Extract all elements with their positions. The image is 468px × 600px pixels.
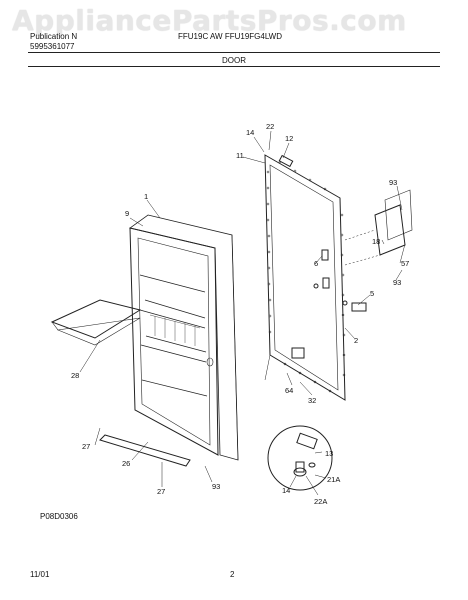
callout-64: 64 <box>285 386 293 395</box>
callout-27-left: 27 <box>82 442 90 451</box>
callout-28: 28 <box>71 371 79 380</box>
door-shelf <box>50 299 142 346</box>
inner-door-liner <box>129 214 239 461</box>
callout-14-detail: 14 <box>282 486 290 495</box>
publication-date: 11/01 <box>30 570 50 579</box>
callout-14: 14 <box>246 128 254 137</box>
callout-93-top: 93 <box>389 178 397 187</box>
publication-number: 5995361077 <box>30 42 75 51</box>
page-number: 2 <box>230 570 235 579</box>
callout-9: 9 <box>125 209 129 218</box>
callout-22: 22 <box>266 122 274 131</box>
callout-2: 2 <box>354 336 358 345</box>
publication-label: Publication N <box>30 32 78 41</box>
header-rule-bottom <box>28 66 440 67</box>
callout-18: 18 <box>372 237 380 246</box>
door-hardware <box>313 249 367 312</box>
callout-32: 32 <box>308 396 316 405</box>
callout-27-bottom: 27 <box>157 487 165 496</box>
section-title: DOOR <box>222 56 246 65</box>
callout-57: 57 <box>401 259 409 268</box>
header-rule-top <box>28 52 440 53</box>
callout-22a: 22A <box>314 497 327 506</box>
callout-26: 26 <box>122 459 130 468</box>
callout-21a: 21A <box>327 475 340 484</box>
outer-door-panel <box>264 154 346 401</box>
hinge-bracket <box>344 189 413 266</box>
callout-1: 1 <box>144 192 148 201</box>
figure-code: P08D0306 <box>40 512 78 521</box>
watermark-text: AppliancePartsPros.com <box>12 4 407 37</box>
callout-13: 13 <box>325 449 333 458</box>
callout-6: 6 <box>314 259 318 268</box>
bottom-rail <box>99 434 191 467</box>
leader-lines <box>79 130 406 496</box>
detail-inset <box>267 425 333 491</box>
callout-93-mid: 93 <box>393 278 401 287</box>
callout-12: 12 <box>285 134 293 143</box>
callout-11: 11 <box>236 151 244 160</box>
callout-93-bottom: 93 <box>212 482 220 491</box>
model-numbers: FFU19C AW FFU19FG4LWD <box>178 32 283 41</box>
callout-5: 5 <box>370 289 374 298</box>
